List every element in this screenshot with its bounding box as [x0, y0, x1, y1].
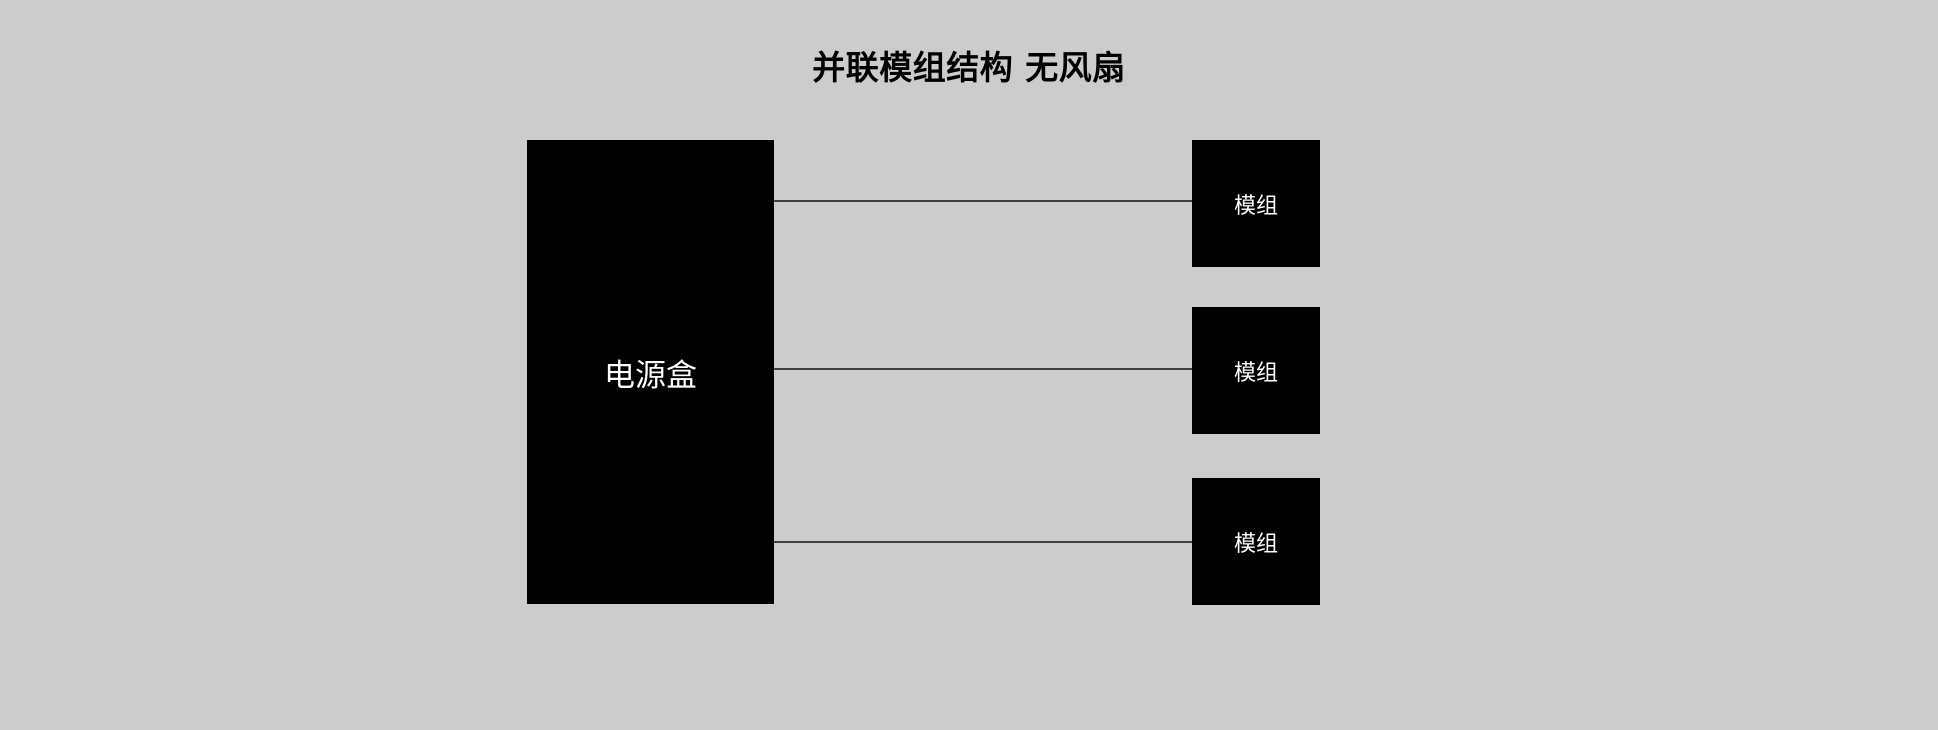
node-power-box[interactable]: 电源盒	[527, 140, 774, 604]
connector-line-2	[774, 368, 1193, 370]
node-module-1-label: 模组	[1233, 193, 1278, 219]
connector-line-3	[774, 541, 1193, 543]
node-module-2[interactable]: 模组	[1192, 307, 1320, 434]
node-power-box-label: 电源盒	[604, 357, 697, 394]
page-title: 并联模组结构 无风扇	[812, 48, 1126, 87]
node-module-3[interactable]: 模组	[1192, 478, 1320, 605]
connector-line-1	[774, 200, 1193, 202]
node-module-2-label: 模组	[1233, 360, 1278, 386]
node-module-3-label: 模组	[1233, 531, 1278, 557]
node-module-1[interactable]: 模组	[1192, 140, 1320, 267]
